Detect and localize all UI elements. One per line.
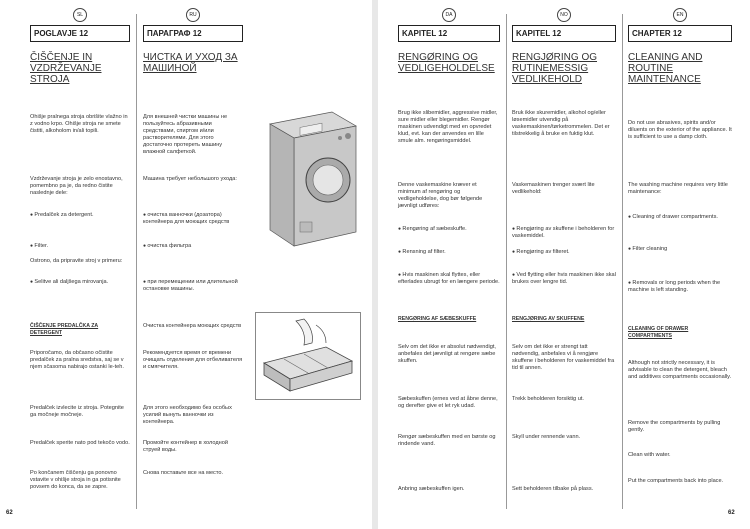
bullet-item: Ved flytting eller hvis maskinen ikke sk… (512, 272, 616, 286)
bullet-item: при перемещении или длительной остановке… (143, 279, 243, 293)
column-divider (506, 14, 507, 509)
paragraph: Машина требует небольшого ухода: (143, 176, 237, 182)
language-badge: NO (557, 8, 571, 22)
language-badge: DA (442, 8, 456, 22)
paragraph: Selv om det ikke er strengt tatt nødvend… (512, 344, 615, 371)
paragraph: Priporočamo, da občasno očistite predalč… (30, 350, 124, 370)
paragraph: Ostrono, da pripravite stroj v primeru: (30, 258, 123, 264)
paragraph: Skyll under rennende vann. (512, 434, 581, 440)
right-page: DA KAPITEL 12 RENGØRING OG VEDLIGEHOLDEL… (378, 0, 750, 529)
bullet-text: Removals or long periods when the machin… (628, 280, 721, 293)
washing-machine-icon (269, 111, 357, 247)
column-divider (622, 14, 623, 509)
left-page: SL POGLAVJE 12 ČIŠČENJE IN VZDRŽEVANJE S… (0, 0, 372, 529)
subsection-title: CLEANING OF DRAWER COMPARTMENTS (628, 326, 689, 339)
bullet-item: Rengøring af sæbeskuffe. (398, 226, 500, 233)
bullet-item: очистка ванночки (дозатора) контейнера д… (143, 212, 243, 226)
paragraph: Ohišje pralnega stroja obrišite vlažno i… (30, 114, 128, 134)
column-sl: SL POGLAVJE 12 ČIŠČENJE IN VZDRŽEVANJE S… (30, 8, 130, 85)
page-number: 62 (728, 510, 735, 516)
section-title: RENGJØRING OG RUTINEMESSIG VEDLIKEHOLD (512, 52, 598, 85)
paragraph: Predalček sperite nato pod tekočo vodo. (30, 440, 130, 446)
paragraph: Do not use abrasives, spirits and/or dil… (628, 120, 732, 140)
column-da: DA KAPITEL 12 RENGØRING OG VEDLIGEHOLDEL… (398, 8, 500, 74)
language-badge: SL (73, 8, 87, 22)
paragraph: Trekk beholderen forsiktig ut. (512, 396, 584, 402)
section-title: ЧИСТКА И УХОД ЗА МАШИНОЙ (143, 52, 238, 74)
column-no: NO KAPITEL 12 RENGJØRING OG RUTINEMESSIG… (512, 8, 616, 85)
subsection-title: RENGØRING AF SÆBESKUFFE (398, 316, 477, 322)
paragraph: Снова поставьте все на место. (143, 470, 224, 476)
chapter-header: CHAPTER 12 (628, 25, 732, 42)
section-title: CLEANING AND ROUTINE MAINTENANCE (628, 52, 703, 85)
bullet-item: Hvis maskinen skal flyttes, eller efterl… (398, 272, 500, 286)
bullet-item: Predalček za detergent. (30, 212, 130, 219)
paragraph: Selv om det ikke er absolut nødvendigt, … (398, 344, 496, 364)
chapter-header: KAPITEL 12 (512, 25, 616, 42)
paragraph: Sæbeskuffen (ernes ved at åbne denne, og… (398, 396, 498, 409)
section-title: ČIŠČENJE IN VZDRŽEVANJE STROJA (30, 52, 102, 85)
bullet-item: Cleaning of drawer compartments. (628, 214, 732, 221)
bullet-text: Selitve ali daljšega mirovanja. (34, 279, 109, 285)
bullet-item: Removals or long periods when the machin… (628, 280, 732, 294)
paragraph: Промойте контейнер в холодной струей вод… (143, 440, 228, 453)
language-badge: EN (673, 8, 687, 22)
bullet-text: Hvis maskinen skal flyttes, eller efterl… (398, 272, 500, 285)
chapter-header: POGLAVJE 12 (30, 25, 130, 42)
paragraph: Vzdrževanje stroja je zelo enostavno, po… (30, 176, 123, 196)
detergent-drawer-icon (262, 318, 354, 392)
paragraph: Clean with water. (628, 452, 671, 458)
page-number: 62 (6, 510, 13, 516)
section-title: RENGØRING OG VEDLIGEHOLDELSE (398, 52, 495, 74)
bullet-text: Ved flytting eller hvis maskinen ikke sk… (512, 272, 616, 285)
subsection-title: ČIŠČENJE PREDALČKA ZA DETERGENT (30, 323, 99, 336)
bullet-text: Rengøring af sæbeskuffe. (402, 226, 467, 232)
bullet-item: Rengjøring av filteret. (512, 249, 616, 256)
paragraph: Rengør sæbeskuffen med en børste og rind… (398, 434, 496, 447)
paragraph: Predalček izvlecite iz stroja. Potegnite… (30, 405, 124, 418)
bullet-text: Rengjøring av filteret. (516, 249, 570, 255)
column-ru: RU ПАРАГРАФ 12 ЧИСТКА И УХОД ЗА МАШИНОЙ (143, 8, 243, 74)
column-divider (136, 14, 137, 509)
paragraph: Denne vaskemaskine kræver et minimum af … (398, 182, 483, 209)
bullet-item: Filter. (30, 243, 130, 250)
bullet-item: Rensning af filter. (398, 249, 500, 256)
bullet-text: очистка фильтра (147, 243, 192, 249)
paragraph: Bruk ikke skuremidler, alkohol og/eller … (512, 110, 610, 137)
page-gutter (372, 0, 378, 529)
paragraph: Remove the compartments by pulling gentl… (628, 420, 721, 433)
bullet-text: Cleaning of drawer compartments. (632, 214, 718, 220)
column-en: EN CHAPTER 12 CLEANING AND ROUTINE MAINT… (628, 8, 732, 85)
bullet-text: Predalček za detergent. (34, 212, 94, 218)
language-badge: RU (186, 8, 200, 22)
chapter-header: ПАРАГРАФ 12 (143, 25, 243, 42)
bullet-text: Rensning af filter. (402, 249, 446, 255)
chapter-header: KAPITEL 12 (398, 25, 500, 42)
paragraph: Put the compartments back into place. (628, 478, 724, 484)
bullet-text: Filter cleaning (632, 246, 668, 252)
paragraph: Для внешней чистки машины не пользуйтесь… (143, 114, 228, 155)
subsection-title: Очистка контейнера моющих средств (143, 323, 242, 329)
paragraph: Рекомендуется время от времени очищать о… (143, 350, 243, 370)
paragraph: Для этого необходимо без особых усилий в… (143, 405, 232, 425)
paragraph: Vaskemaskinen trenger svært lite vedlike… (512, 182, 595, 195)
paragraph: Brug ikke slibemidler, aggressive midler… (398, 110, 498, 144)
bullet-text: Filter. (34, 243, 49, 249)
paragraph: Although not strictly necessary, it is a… (628, 360, 732, 380)
washing-machine-illustration (256, 104, 364, 254)
bullet-text: очистка ванночки (дозатора) контейнера д… (143, 212, 230, 225)
bullet-text: при перемещении или длительной остановке… (143, 279, 238, 292)
bullet-item: Selitve ali daljšega mirovanja. (30, 279, 130, 286)
drawer-illustration (255, 312, 361, 400)
bullet-item: Rengjøring av skuffene i beholderen for … (512, 226, 616, 240)
bullet-item: Filter cleaning (628, 246, 732, 253)
paragraph: Anbring sæbeskuffen igen. (398, 486, 465, 492)
paragraph: Po končanem čiščenju ga ponovno vstavite… (30, 470, 121, 490)
paragraph: The washing machine requires very little… (628, 182, 728, 195)
paragraph: Sett beholderen tilbake på plass. (512, 486, 594, 492)
subsection-title: RENGJØRING AV SKUFFENE (512, 316, 585, 322)
bullet-text: Rengjøring av skuffene i beholderen for … (512, 226, 615, 239)
bullet-item: очистка фильтра (143, 243, 243, 250)
